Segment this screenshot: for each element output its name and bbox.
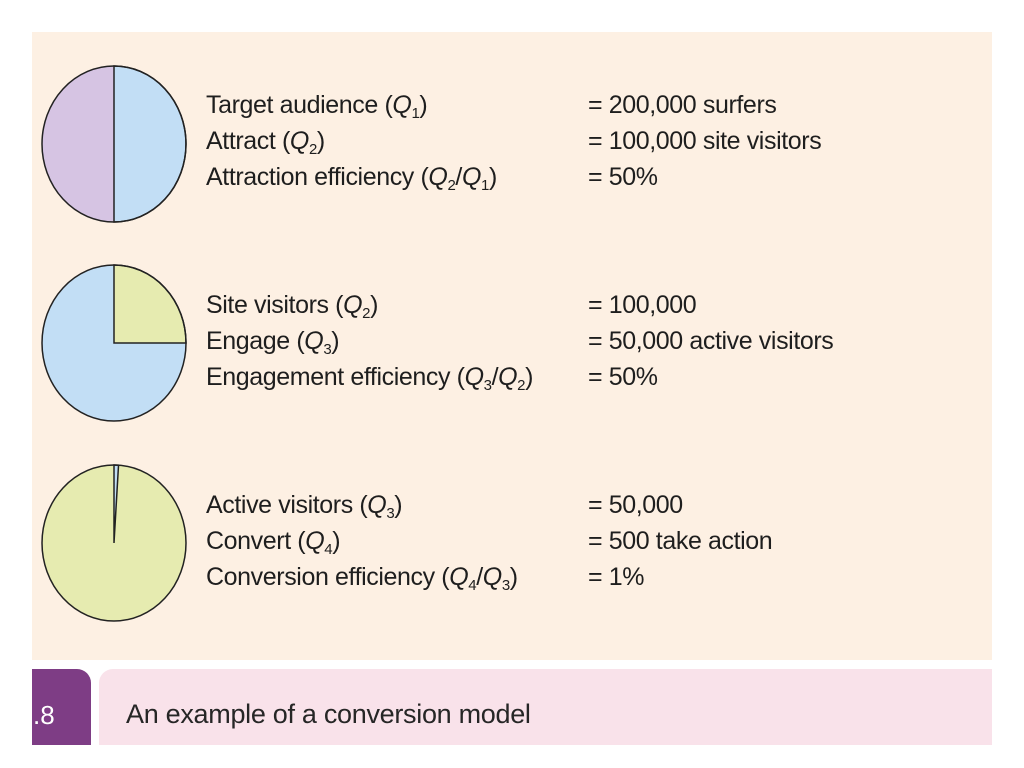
row-tail: )	[394, 491, 403, 519]
row-attraction-efficiency: Attraction efficiency (Q2/Q1)	[206, 163, 497, 199]
ratio-separator: /	[455, 163, 462, 191]
q-subscript: 4	[324, 541, 333, 558]
row-tail: )	[509, 563, 518, 591]
pie-chart-attraction	[40, 64, 188, 224]
row-target-audience: Target audience (Q1)	[206, 91, 428, 127]
figure-caption: An example of a conversion model	[126, 699, 531, 729]
q-symbol: Q	[392, 91, 412, 119]
q-subscript: 4	[468, 577, 477, 594]
pie-chart-engagement	[40, 263, 188, 423]
row-label: Convert (	[206, 527, 306, 555]
q-subscript: 2	[308, 141, 317, 158]
q-subscript: 2	[517, 377, 526, 394]
value-active-visitors: = 50,000	[588, 491, 683, 519]
q-symbol: Q	[482, 563, 502, 591]
row-label: Target audience (	[206, 91, 393, 119]
row-tail: )	[525, 363, 534, 391]
pie-outline	[41, 65, 187, 223]
row-tail: )	[419, 91, 428, 119]
q-symbol: Q	[289, 127, 309, 155]
row-conversion-efficiency: Conversion efficiency (Q4/Q3)	[206, 563, 518, 599]
row-label: Engage (	[206, 327, 305, 355]
figure-number-tab	[32, 669, 91, 745]
row-tail: )	[332, 527, 341, 555]
value-target-audience: = 200,000 surfers	[588, 91, 777, 119]
value-attraction-efficiency: = 50%	[588, 163, 658, 191]
q-symbol: Q	[464, 363, 484, 391]
q-subscript: 3	[483, 377, 492, 394]
row-label: Attraction efficiency (	[206, 163, 429, 191]
row-engage: Engage (Q3)	[206, 327, 340, 363]
pie-minor-slice	[113, 65, 187, 223]
row-engagement-efficiency: Engagement efficiency (Q3/Q2)	[206, 363, 533, 399]
row-label: Conversion efficiency (	[206, 563, 450, 591]
row-tail: )	[488, 163, 497, 191]
pie-outline	[41, 464, 187, 622]
value-site-visitors: = 100,000	[588, 291, 697, 319]
row-site-visitors: Site visitors (Q2)	[206, 291, 378, 327]
row-active-visitors: Active visitors (Q3)	[206, 491, 403, 527]
q-subscript: 2	[362, 305, 371, 322]
q-subscript: 1	[480, 177, 489, 194]
q-symbol: Q	[367, 491, 387, 519]
row-attract: Attract (Q2)	[206, 127, 325, 163]
caption-bar	[99, 669, 992, 745]
row-label: Attract (	[206, 127, 290, 155]
pie-outline	[41, 264, 187, 422]
pie-chart-conversion	[40, 463, 188, 623]
q-subscript: 3	[386, 505, 395, 522]
value-engagement-efficiency: = 50%	[588, 363, 658, 391]
value-engage: = 50,000 active visitors	[588, 327, 834, 355]
q-symbol: Q	[498, 363, 518, 391]
pie-minor-slice	[113, 264, 187, 344]
q-subscript: 3	[323, 341, 332, 358]
value-attract: = 100,000 site visitors	[588, 127, 822, 155]
q-symbol: Q	[343, 291, 363, 319]
diagram-panel	[32, 32, 992, 660]
ratio-separator: /	[476, 563, 483, 591]
q-symbol: Q	[449, 563, 469, 591]
row-convert: Convert (Q4)	[206, 527, 341, 563]
q-subscript: 1	[411, 105, 420, 122]
row-tail: )	[331, 327, 340, 355]
q-subscript: 2	[447, 177, 456, 194]
pie-svg	[41, 264, 187, 422]
row-label: Active visitors (	[206, 491, 368, 519]
q-symbol: Q	[304, 327, 324, 355]
figure-number: .8	[33, 700, 55, 730]
row-tail: )	[316, 127, 325, 155]
q-subscript: 3	[501, 577, 510, 594]
row-tail: )	[370, 291, 379, 319]
row-label: Site visitors (	[206, 291, 344, 319]
pie-svg	[41, 65, 187, 223]
ratio-separator: /	[491, 363, 499, 391]
value-conversion-efficiency: = 1%	[588, 563, 645, 591]
row-label: Engagement efficiency (	[206, 363, 465, 391]
value-convert: = 500 take action	[588, 527, 773, 555]
q-symbol: Q	[461, 163, 481, 191]
pie-svg	[41, 464, 187, 622]
q-symbol: Q	[305, 527, 325, 555]
q-symbol: Q	[428, 163, 448, 191]
